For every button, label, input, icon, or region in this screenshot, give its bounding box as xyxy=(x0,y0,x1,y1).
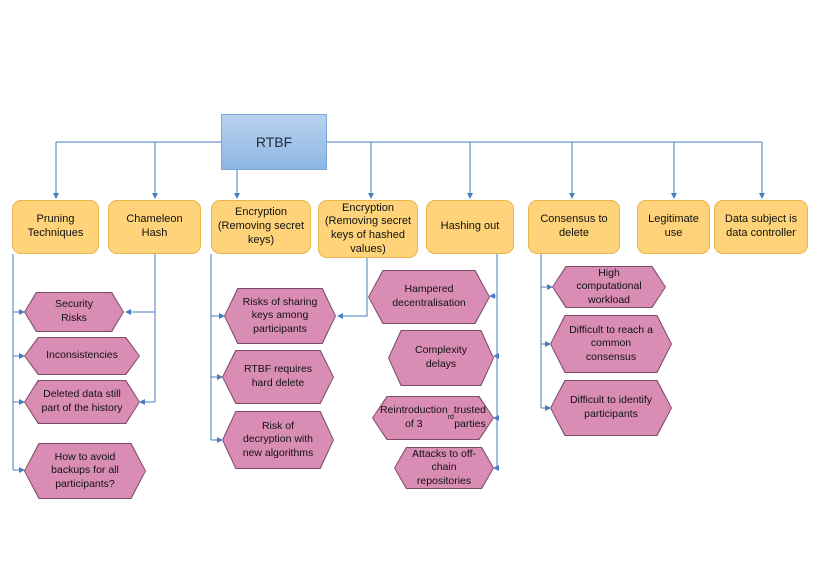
category-pruning-techniques: Pruning Techniques xyxy=(12,200,99,254)
issue-common-consensus: Difficult to reach a common consensus xyxy=(550,315,672,373)
issue-computational-workload: High computational workload xyxy=(552,266,666,308)
issue-label: High computational workload xyxy=(553,267,665,307)
issue-label: Risks of sharing keys among participants xyxy=(225,289,335,343)
issue-decryption-risk: Risk of decryption with new algorithms xyxy=(222,411,334,469)
issue-label: Difficult to reach a common consensus xyxy=(551,316,671,372)
category-legitimate-use: Legitimate use xyxy=(637,200,710,254)
issue-label: Deleted data still part of the history xyxy=(25,381,139,423)
root-node-rtbf: RTBF xyxy=(221,114,327,170)
issue-label: Hampered decentralisation xyxy=(369,271,489,323)
category-data-subject-controller: Data subject is data controller xyxy=(714,200,808,254)
category-encryption-hashed-values: Encryption (Removing secret keys of hash… xyxy=(318,200,418,258)
category-chameleon-hash: Chameleon Hash xyxy=(108,200,201,254)
category-encryption-removing-secret-keys: Encryption (Removing secret keys) xyxy=(211,200,311,254)
issue-label: Attacks to off-chain repositories xyxy=(395,448,493,488)
issue-hard-delete: RTBF requires hard delete xyxy=(222,350,334,404)
category-consensus-to-delete: Consensus to delete xyxy=(528,200,620,254)
issue-identify-participants: Difficult to identify participants xyxy=(550,380,672,436)
issue-sharing-keys: Risks of sharing keys among participants xyxy=(224,288,336,344)
issue-label: Security Risks xyxy=(25,293,123,331)
issue-label: RTBF requires hard delete xyxy=(223,351,333,403)
issue-avoid-backups: How to avoid backups for all participant… xyxy=(24,443,146,499)
issue-hampered-decentralisation: Hampered decentralisation xyxy=(368,270,490,324)
issue-label: Risk of decryption with new algorithms xyxy=(223,412,333,468)
category-hashing-out: Hashing out xyxy=(426,200,514,254)
issue-attacks-off-chain: Attacks to off-chain repositories xyxy=(394,447,494,489)
issue-label: How to avoid backups for all participant… xyxy=(25,444,145,498)
issue-deleted-data-history: Deleted data still part of the history xyxy=(24,380,140,424)
issue-inconsistencies: Inconsistencies xyxy=(24,337,140,375)
issue-complexity-delays: Complexity delays xyxy=(388,330,494,386)
issue-security-risks: Security Risks xyxy=(24,292,124,332)
issue-label: Difficult to identify participants xyxy=(551,381,671,435)
issue-label: Inconsistencies xyxy=(25,338,139,374)
issue-label: Complexity delays xyxy=(389,331,493,385)
